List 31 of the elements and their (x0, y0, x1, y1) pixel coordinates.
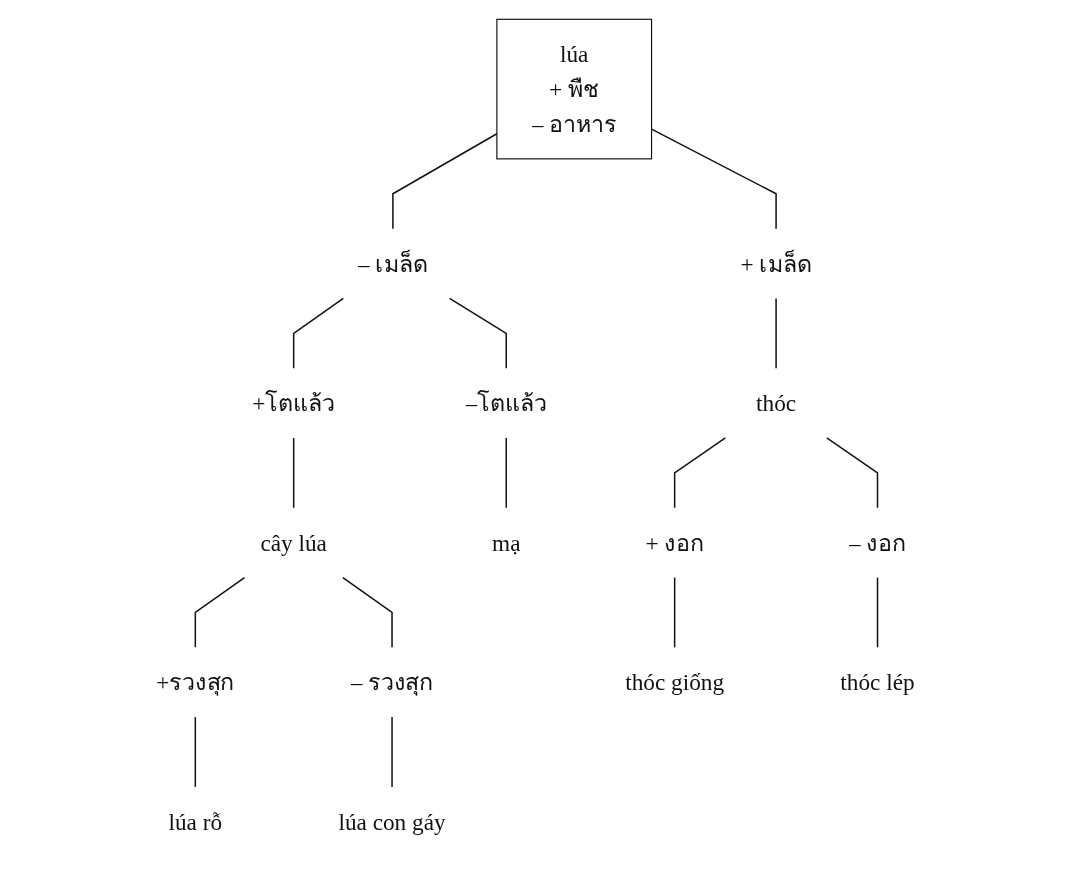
connector (391, 133, 498, 230)
node-text: +รวงสุก (155, 669, 235, 696)
node-text: lúa rỗ (168, 809, 222, 835)
node-text: thóc giống (624, 669, 724, 696)
node-text: – เมล็ด (357, 250, 428, 277)
node-text: + เมล็ด (740, 250, 812, 277)
connector (341, 576, 393, 649)
connector (194, 576, 245, 649)
connector (292, 297, 344, 369)
node-text: +โตแล้ว (251, 390, 335, 416)
node-text: – งอก (848, 529, 906, 556)
connector (194, 716, 196, 788)
connector (650, 128, 777, 230)
connector (825, 437, 878, 509)
connector (390, 716, 393, 788)
connector (292, 437, 294, 509)
connector (448, 297, 507, 369)
node-text: + งอก (644, 529, 704, 556)
node-text: mạ (491, 529, 521, 556)
node-text: cây lúa (259, 529, 327, 556)
node-text: thóc (755, 390, 796, 416)
connector (673, 437, 726, 509)
node-text: lúa con gáy (337, 809, 446, 835)
connector (673, 576, 675, 649)
node-text: thóc lép (839, 669, 915, 696)
node-text: –โตแล้ว (465, 390, 547, 416)
node-box: lúa + พืช – อาหาร (495, 18, 652, 160)
connector (774, 297, 777, 369)
connector (505, 437, 507, 509)
connector (876, 576, 878, 649)
node-text: – รวงสุก (350, 669, 433, 696)
